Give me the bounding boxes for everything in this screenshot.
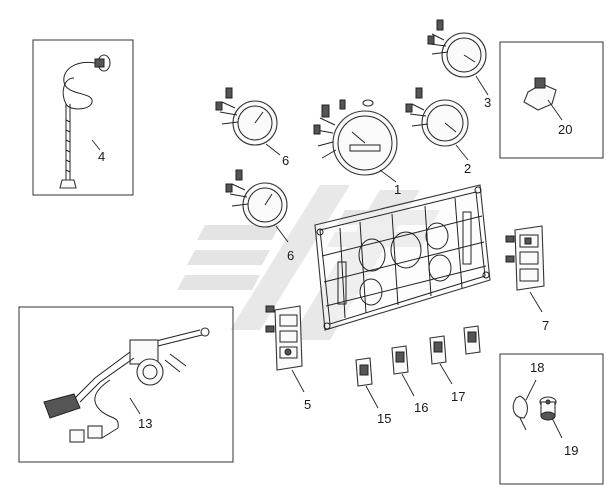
part-13-column-switch[interactable] (43, 327, 210, 443)
callout-20: 20 (558, 122, 572, 137)
callout-17: 17 (451, 389, 465, 404)
part-7-switch-module[interactable] (505, 225, 545, 291)
part-3-gauge[interactable] (427, 19, 487, 78)
part-dashboard-panel[interactable] (314, 184, 491, 331)
callout-6-upper: 6 (282, 153, 289, 168)
part-6-gauge-upper[interactable] (215, 87, 278, 146)
callout-19: 19 (564, 443, 578, 458)
callout-3: 3 (484, 95, 491, 110)
callout-15: 15 (377, 411, 391, 426)
part-1-speedometer[interactable] (313, 99, 398, 176)
detail-box-18-19 (499, 353, 604, 485)
callout-7: 7 (542, 318, 549, 333)
part-16-rocker-switch[interactable] (391, 345, 409, 375)
detail-box-13 (18, 306, 234, 463)
callout-5: 5 (304, 397, 311, 412)
callout-18: 18 (530, 360, 544, 375)
callout-13: 13 (138, 416, 152, 431)
part-2-gauge[interactable] (405, 87, 469, 147)
part-15-rocker-switch[interactable] (355, 357, 373, 387)
part-17-rocker-switch[interactable] (429, 335, 447, 365)
detail-box-20 (499, 41, 604, 159)
callout-1: 1 (394, 182, 401, 197)
callout-4: 4 (98, 149, 105, 164)
callout-2: 2 (464, 161, 471, 176)
detail-box-4 (32, 39, 134, 196)
callout-16: 16 (414, 400, 428, 415)
part-6-gauge-lower[interactable] (225, 169, 288, 228)
part-19-socket[interactable] (539, 396, 557, 421)
part-rocker-switch-extra[interactable] (463, 325, 481, 355)
part-20-relay[interactable] (523, 77, 557, 111)
part-5-switch-module[interactable] (265, 305, 303, 371)
part-4-sensor-cable[interactable] (59, 54, 111, 189)
callout-6-lower: 6 (287, 248, 294, 263)
part-18-clip[interactable] (512, 395, 529, 431)
